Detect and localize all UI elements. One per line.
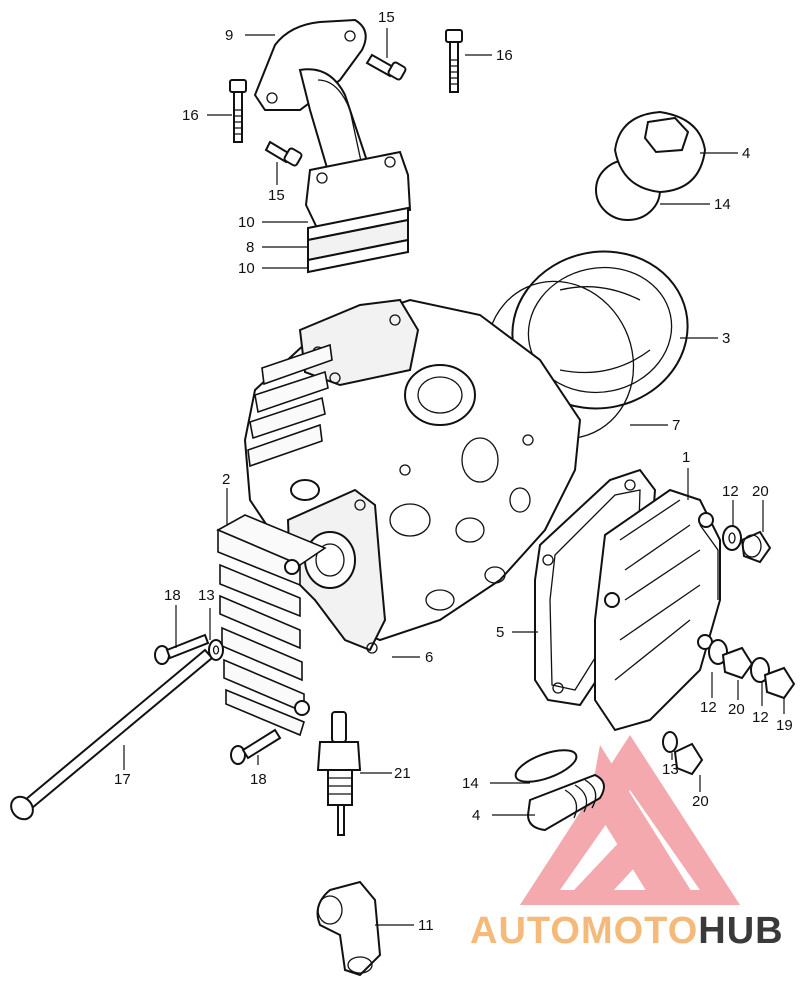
spark-plug-21: [316, 711, 362, 836]
callout-11: 11: [418, 917, 434, 934]
bolt-16-left: [229, 79, 247, 143]
side-cover-3: [485, 250, 689, 440]
head-cover-1: [594, 488, 721, 732]
svg-text:AUTOMOTOHUB: AUTOMOTOHUB: [470, 910, 784, 952]
watermark-brand-part1: AUTOMOTO: [470, 910, 698, 952]
leader-lines: [123, 28, 785, 926]
callout-12: 12: [752, 709, 769, 726]
washer-13-right: [662, 731, 678, 753]
nut-19: [763, 666, 796, 700]
callout-18: 18: [250, 771, 267, 788]
tappet-cap-top: [595, 110, 707, 221]
callout-15: 15: [268, 187, 285, 204]
callout-19: 19: [776, 717, 793, 734]
callout-20: 20: [728, 701, 745, 718]
bolt-18-upper: [154, 633, 210, 665]
callout-17: 17: [114, 771, 131, 788]
callout-5: 5: [496, 624, 504, 641]
callout-14: 14: [714, 196, 731, 213]
callout-13: 13: [662, 761, 679, 778]
callout-7: 7: [672, 417, 680, 434]
callout-18: 18: [164, 587, 181, 604]
cap-nut-20-upper: [740, 530, 772, 564]
callout-12: 12: [722, 483, 739, 500]
callout-10: 10: [238, 214, 255, 231]
watermark-logo: [520, 735, 740, 905]
bolt-15-mid: [264, 140, 303, 167]
callout-13: 13: [198, 587, 215, 604]
washer-12-upper: [722, 525, 742, 551]
cap-nut-20-bottom: [673, 742, 704, 776]
cap-nut-20-lower: [721, 646, 754, 680]
stud-bolt-17: [10, 648, 214, 821]
callout-3: 3: [722, 330, 730, 347]
callout-10: 10: [238, 260, 255, 277]
callout-2: 2: [222, 471, 230, 488]
callout-9: 9: [225, 27, 233, 44]
intake-pipe: [253, 18, 412, 274]
callout-numbers: 9 15 16 16 15 10 8 10 4 14 3 7 1 12 20 2…: [114, 9, 793, 934]
cylinder-head: [243, 298, 582, 654]
callout-8: 8: [246, 239, 254, 256]
callout-4: 4: [742, 145, 750, 162]
callout-12: 12: [700, 699, 717, 716]
watermark-brand-part2: HUB: [698, 910, 783, 952]
callout-20: 20: [752, 483, 769, 500]
tappet-cap-bottom: [514, 749, 605, 832]
callout-6: 6: [425, 649, 433, 666]
callout-21: 21: [394, 765, 411, 782]
callout-4: 4: [472, 807, 480, 824]
callout-16: 16: [496, 47, 513, 64]
washer-13-left: [208, 639, 224, 661]
head-fins-side-2: [216, 514, 327, 737]
callout-20: 20: [692, 793, 709, 810]
bolt-15-top: [365, 53, 407, 81]
watermark-brand: AUTOMOTOHUB: [470, 910, 784, 952]
plug-cap-11: [316, 880, 382, 977]
bolt-18-lower: [230, 728, 282, 765]
callout-1: 1: [682, 449, 690, 466]
callout-15: 15: [378, 9, 395, 26]
callout-16: 16: [182, 107, 199, 124]
bolt-16-top: [445, 29, 463, 93]
callout-14: 14: [462, 775, 479, 792]
